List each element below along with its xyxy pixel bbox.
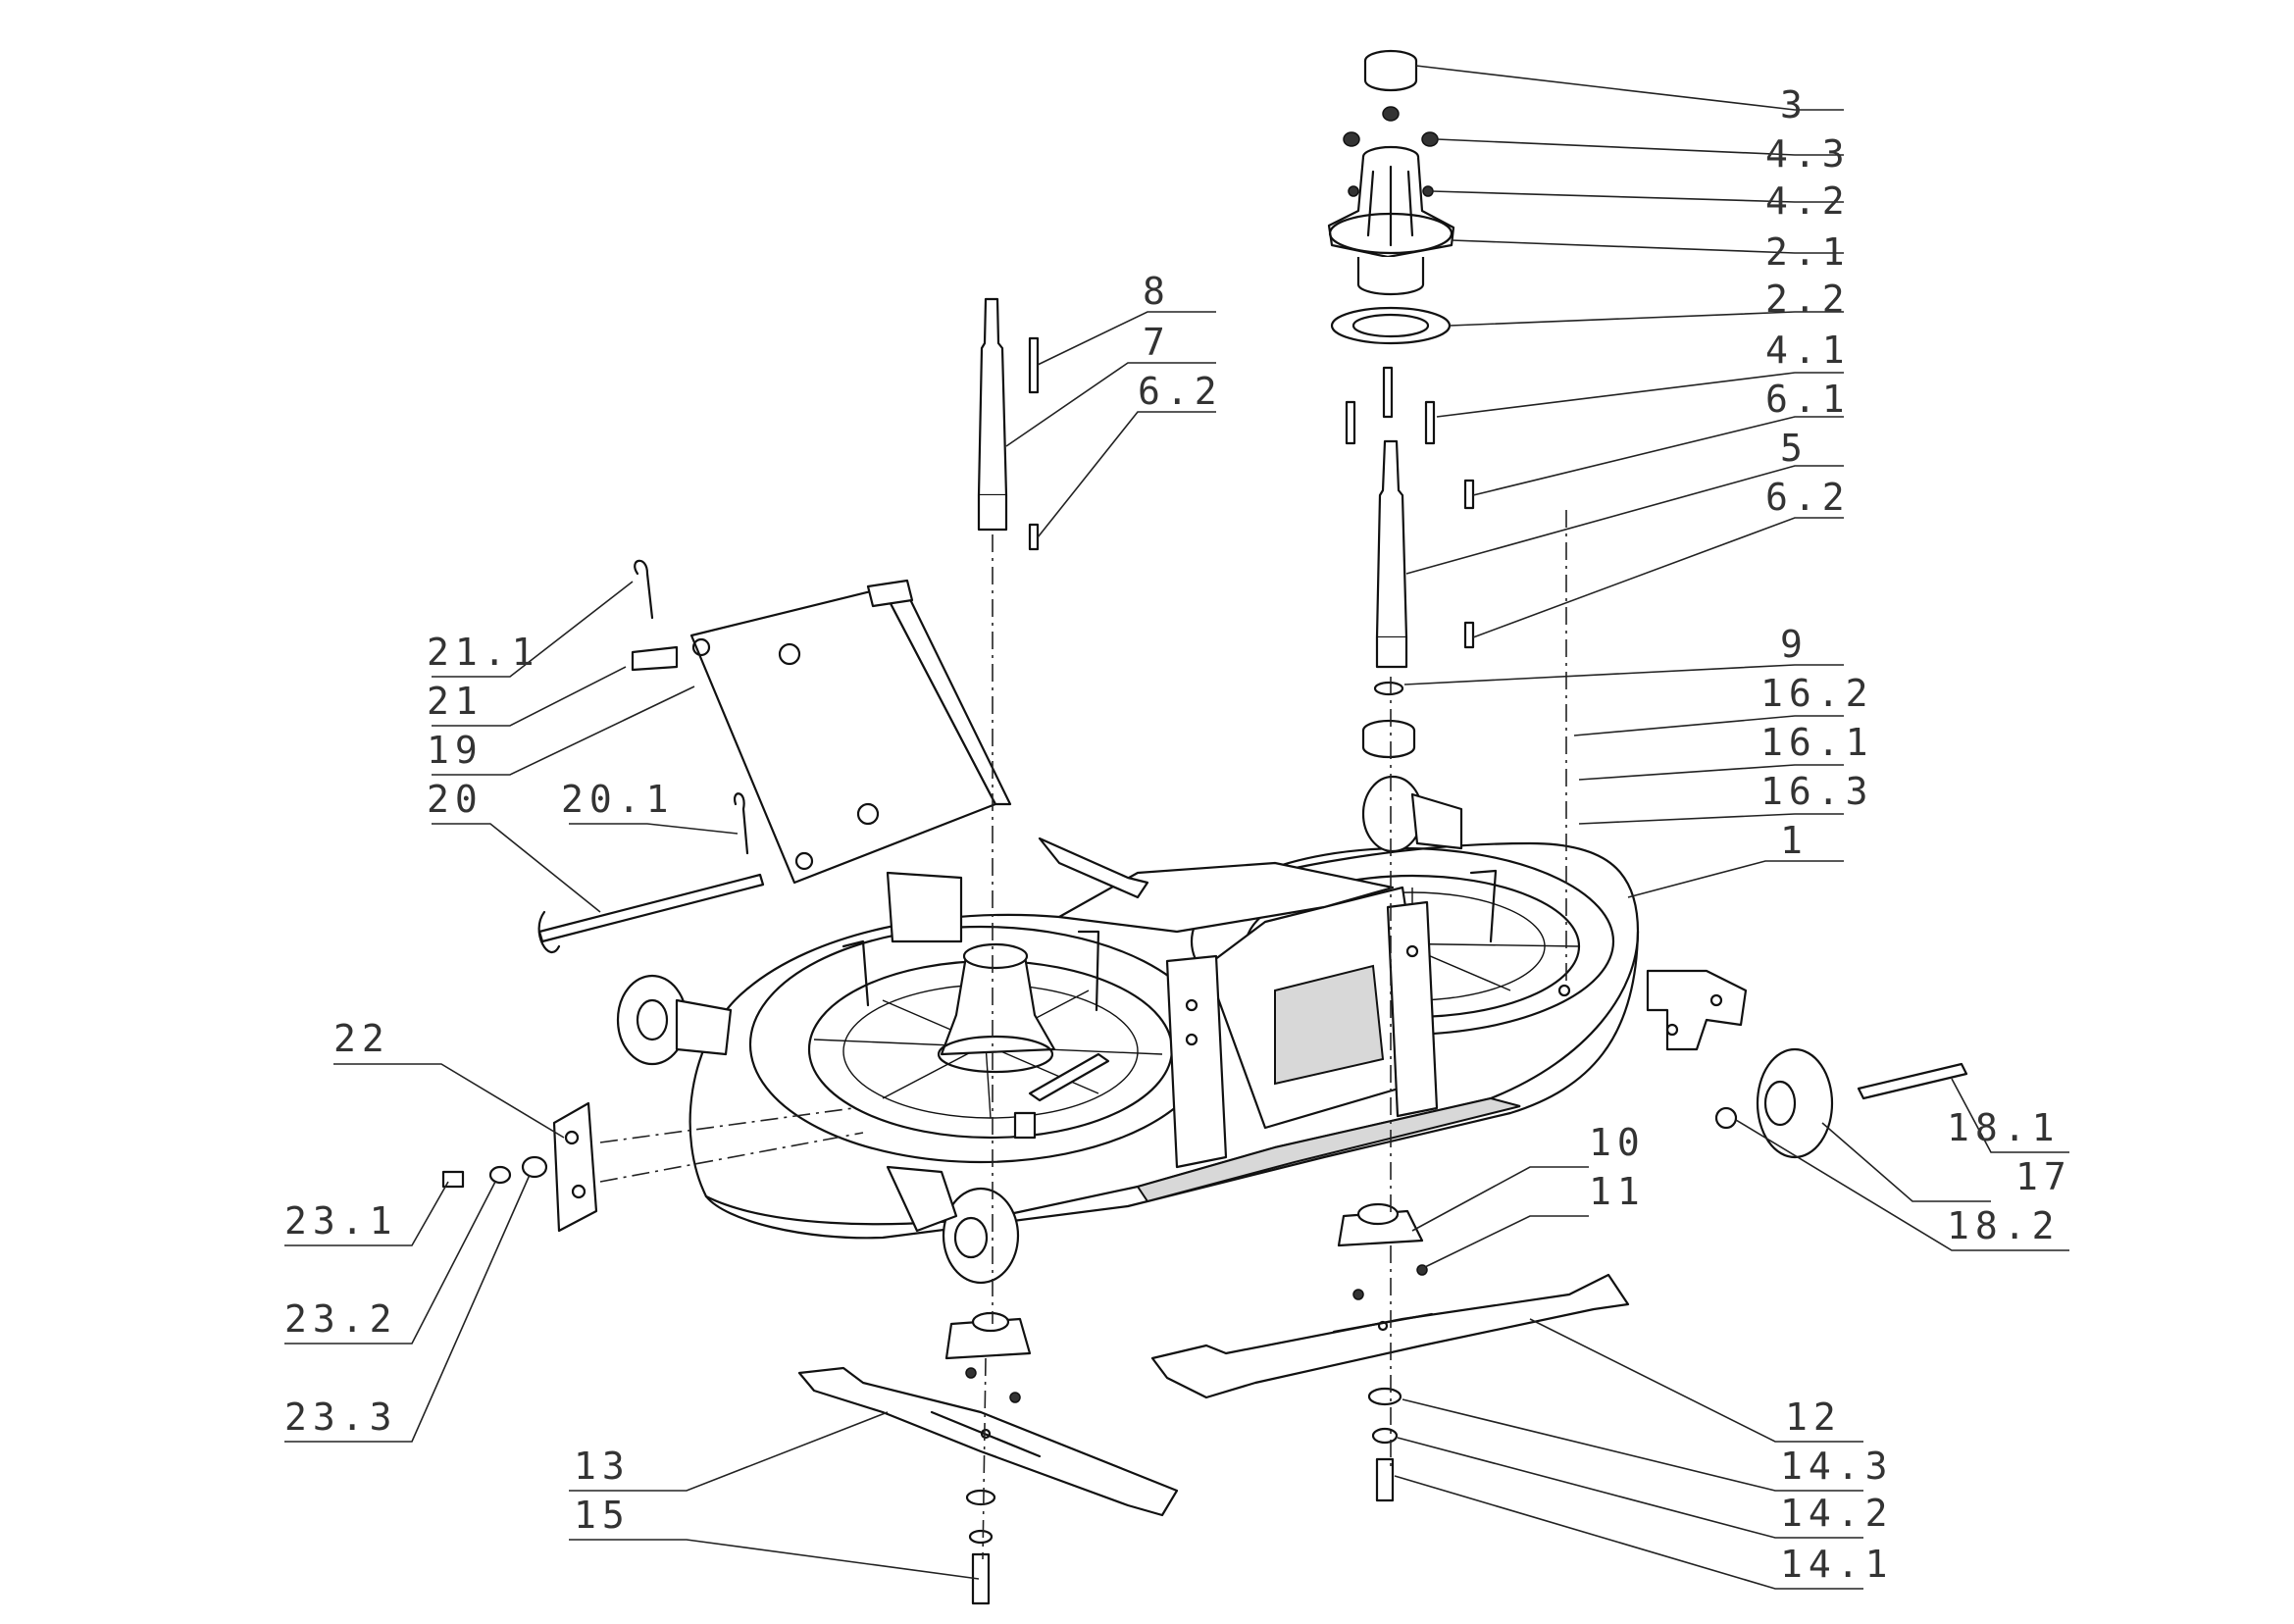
label-14-1: 14.1 (1780, 1543, 1894, 1586)
left-shaft (977, 297, 1040, 551)
label-2-2: 2.2 (1765, 278, 1851, 321)
label-3: 3 (1780, 83, 1809, 127)
side-plate (441, 1101, 598, 1233)
label-16-3: 16.3 (1760, 770, 1874, 813)
label-1: 1 (1780, 819, 1809, 862)
label-20-1: 20.1 (561, 778, 675, 821)
caster-wheel (1714, 1047, 1968, 1159)
label-4-3: 4.3 (1765, 132, 1851, 176)
label-6-2-right: 6.2 (1765, 476, 1851, 519)
label-7: 7 (1143, 321, 1171, 364)
label-14-2: 14.2 (1780, 1492, 1894, 1535)
label-22: 22 (333, 1017, 390, 1060)
label-23-3: 23.3 (284, 1396, 398, 1439)
mower-deck (616, 775, 1748, 1285)
label-8: 8 (1143, 270, 1171, 313)
label-16-2: 16.2 (1760, 672, 1874, 715)
spindle-assembly (1327, 49, 1475, 759)
label-16-1: 16.1 (1760, 721, 1874, 764)
label-23-1: 23.1 (284, 1199, 398, 1243)
fasteners (965, 1387, 1402, 1605)
label-4-2: 4.2 (1765, 179, 1851, 223)
label-11: 11 (1589, 1170, 1646, 1213)
leader-lines (284, 65, 2069, 1590)
label-14-3: 14.3 (1780, 1445, 1894, 1488)
label-6-2-left: 6.2 (1138, 370, 1223, 413)
label-10: 10 (1589, 1121, 1646, 1164)
label-2-1: 2.1 (1765, 230, 1851, 274)
hinge-plate (537, 559, 1012, 954)
label-9: 9 (1780, 623, 1809, 666)
label-5: 5 (1780, 427, 1809, 470)
label-18-1: 18.1 (1947, 1106, 2061, 1149)
label-21: 21 (427, 680, 484, 723)
label-4-1: 4.1 (1765, 329, 1851, 372)
label-6-1: 6.1 (1765, 378, 1851, 421)
blades (797, 1273, 1630, 1517)
label-15: 15 (574, 1494, 631, 1537)
label-13: 13 (574, 1445, 631, 1488)
lower-hubs (944, 1202, 1428, 1403)
label-21-1: 21.1 (427, 631, 540, 674)
label-18-2: 18.2 (1947, 1204, 2061, 1247)
label-23-2: 23.2 (284, 1297, 398, 1341)
label-17: 17 (2015, 1155, 2072, 1198)
label-12: 12 (1785, 1396, 1842, 1439)
centre-lines (599, 510, 1567, 1560)
label-19: 19 (427, 729, 484, 772)
label-20: 20 (427, 778, 484, 821)
part-labels: 3 4.3 4.2 2.1 2.2 4.1 6.1 5 6.2 9 16.2 1… (284, 83, 2072, 1586)
